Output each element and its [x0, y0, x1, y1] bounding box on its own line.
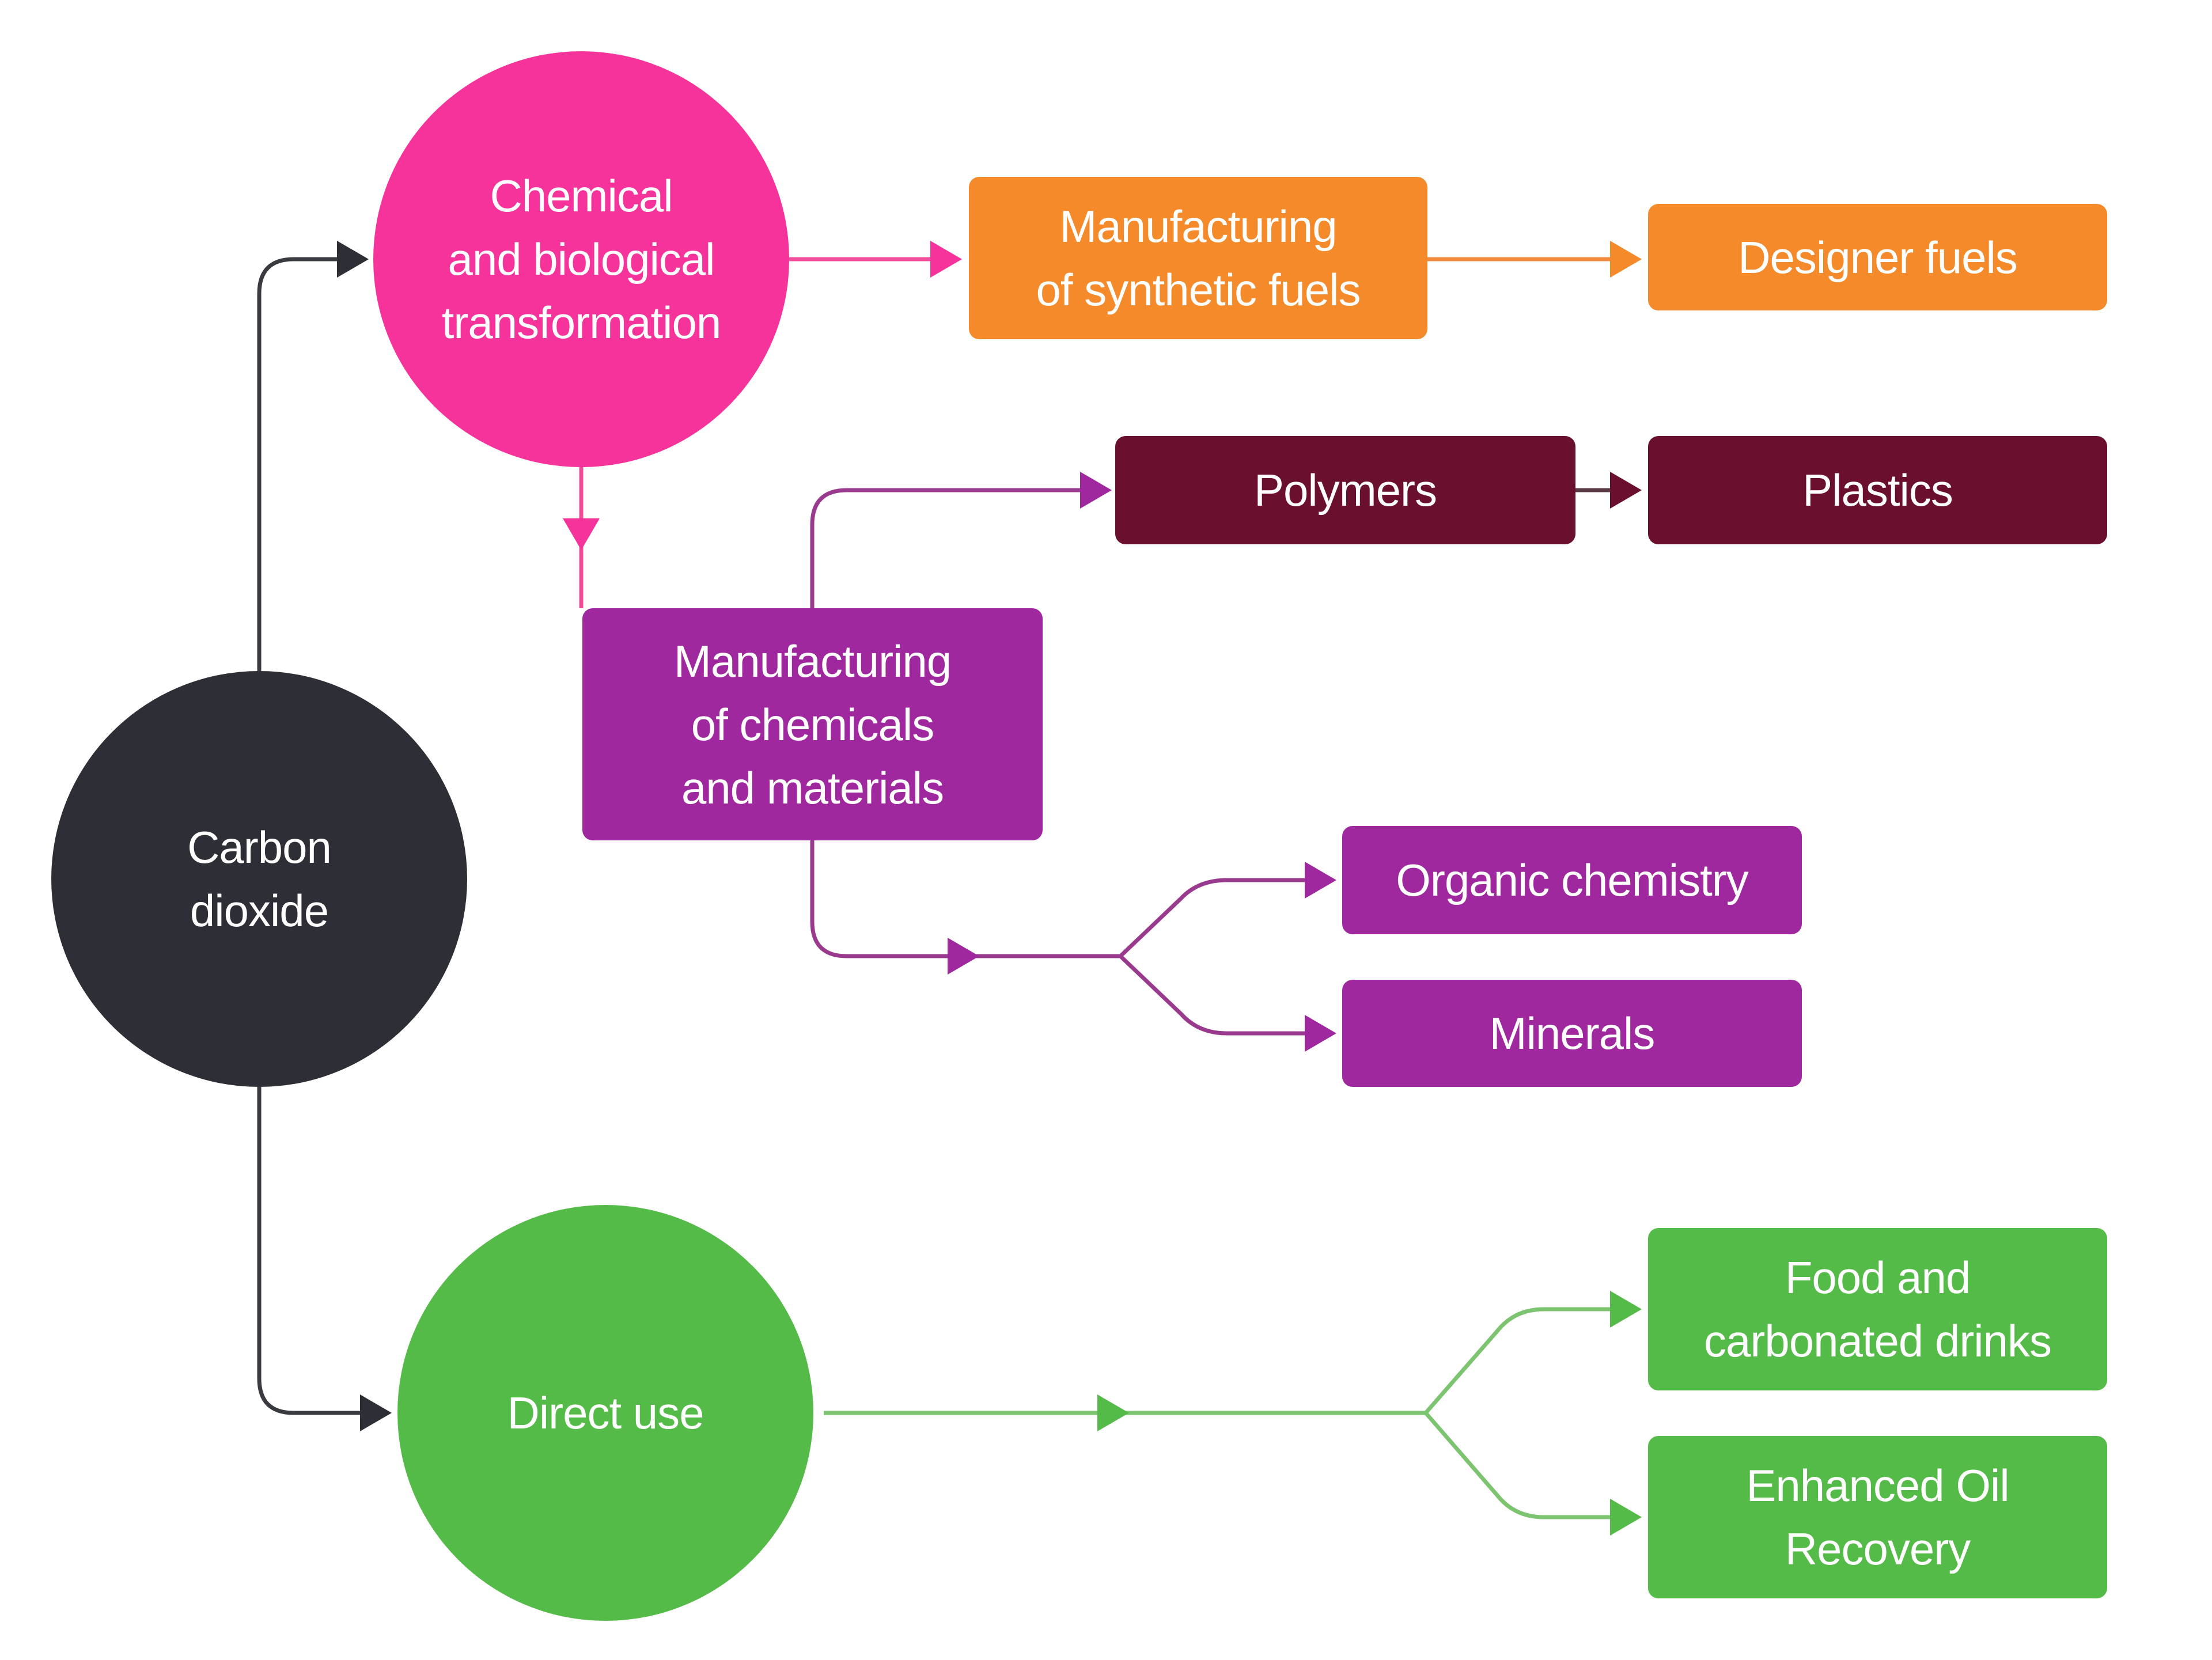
arrowhead-co2-to-direct-use [360, 1394, 392, 1431]
arrowhead-polymers-to-plastics [1610, 472, 1642, 509]
node-minerals-label: Minerals [1489, 1008, 1656, 1059]
node-designer-fuels: Designer fuels [1648, 204, 2107, 310]
edge-co2-to-chemical [257, 257, 340, 671]
edge-co2-to-direct-use [257, 1087, 363, 1415]
edge-branch-to-eor [1424, 1411, 1613, 1519]
node-organic-chemistry: Organic chemistry [1342, 826, 1802, 934]
node-enhanced-oil-recovery: Enhanced Oil Recovery [1648, 1436, 2107, 1598]
arrowhead-branch-to-organic [1305, 862, 1336, 899]
node-direct-use: Direct use [397, 1205, 813, 1621]
node-manufacturing-synthetic-fuels: Manufacturing of synthetic fuels [969, 177, 1427, 339]
node-organic-chemistry-label: Organic chemistry [1396, 855, 1748, 905]
node-chemical-biological-label: Chemical and biological transformation [441, 170, 722, 348]
arrowhead-co2-to-chemical [337, 241, 369, 278]
node-manufacturing-chemicals-materials: Manufacturing of chemicals and materials [582, 608, 1043, 840]
arrowhead-chemical-to-chemicals-materials [563, 518, 600, 550]
arrowhead-chemicals-to-polymers [1080, 472, 1112, 509]
node-plastics-label: Plastics [1802, 465, 1953, 516]
node-polymers-label: Polymers [1253, 465, 1437, 516]
node-food-drinks-label: Food and carbonated drinks [1703, 1252, 2052, 1366]
node-carbon-dioxide: Carbon dioxide [51, 671, 467, 1087]
node-chemical-biological-transformation: Chemical and biological transformation [373, 51, 789, 467]
node-synthetic-fuels-label: Manufacturing of synthetic fuels [1036, 201, 1361, 315]
node-chemicals-materials-label: Manufacturing of chemicals and materials [673, 635, 952, 813]
arrowhead-branch-to-food [1610, 1291, 1642, 1328]
edge-chemicals-to-branch [810, 840, 1120, 958]
edge-chemicals-to-polymers [810, 488, 1083, 608]
node-plastics: Plastics [1648, 436, 2107, 544]
edge-branch-to-food [1424, 1307, 1613, 1415]
node-direct-use-label: Direct use [507, 1388, 704, 1438]
arrowhead-synthetic-to-designer [1610, 241, 1642, 278]
arrowhead-chemical-to-synthetic-fuels [930, 241, 962, 278]
node-food-carbonated-drinks: Food and carbonated drinks [1648, 1228, 2107, 1390]
edge-branch-to-minerals [1119, 954, 1308, 1036]
arrowhead-chemicals-branch [948, 938, 979, 975]
node-polymers: Polymers [1115, 436, 1575, 544]
arrowhead-direct-use-branch [1097, 1394, 1129, 1431]
node-minerals: Minerals [1342, 980, 1802, 1087]
arrowhead-branch-to-eor [1610, 1499, 1642, 1536]
arrowhead-branch-to-minerals [1305, 1015, 1336, 1052]
node-designer-fuels-label: Designer fuels [1738, 232, 2018, 283]
node-eor-label: Enhanced Oil Recovery [1746, 1460, 2009, 1574]
edge-branch-to-organic [1119, 878, 1308, 958]
node-carbon-dioxide-label: Carbon dioxide [187, 822, 332, 936]
